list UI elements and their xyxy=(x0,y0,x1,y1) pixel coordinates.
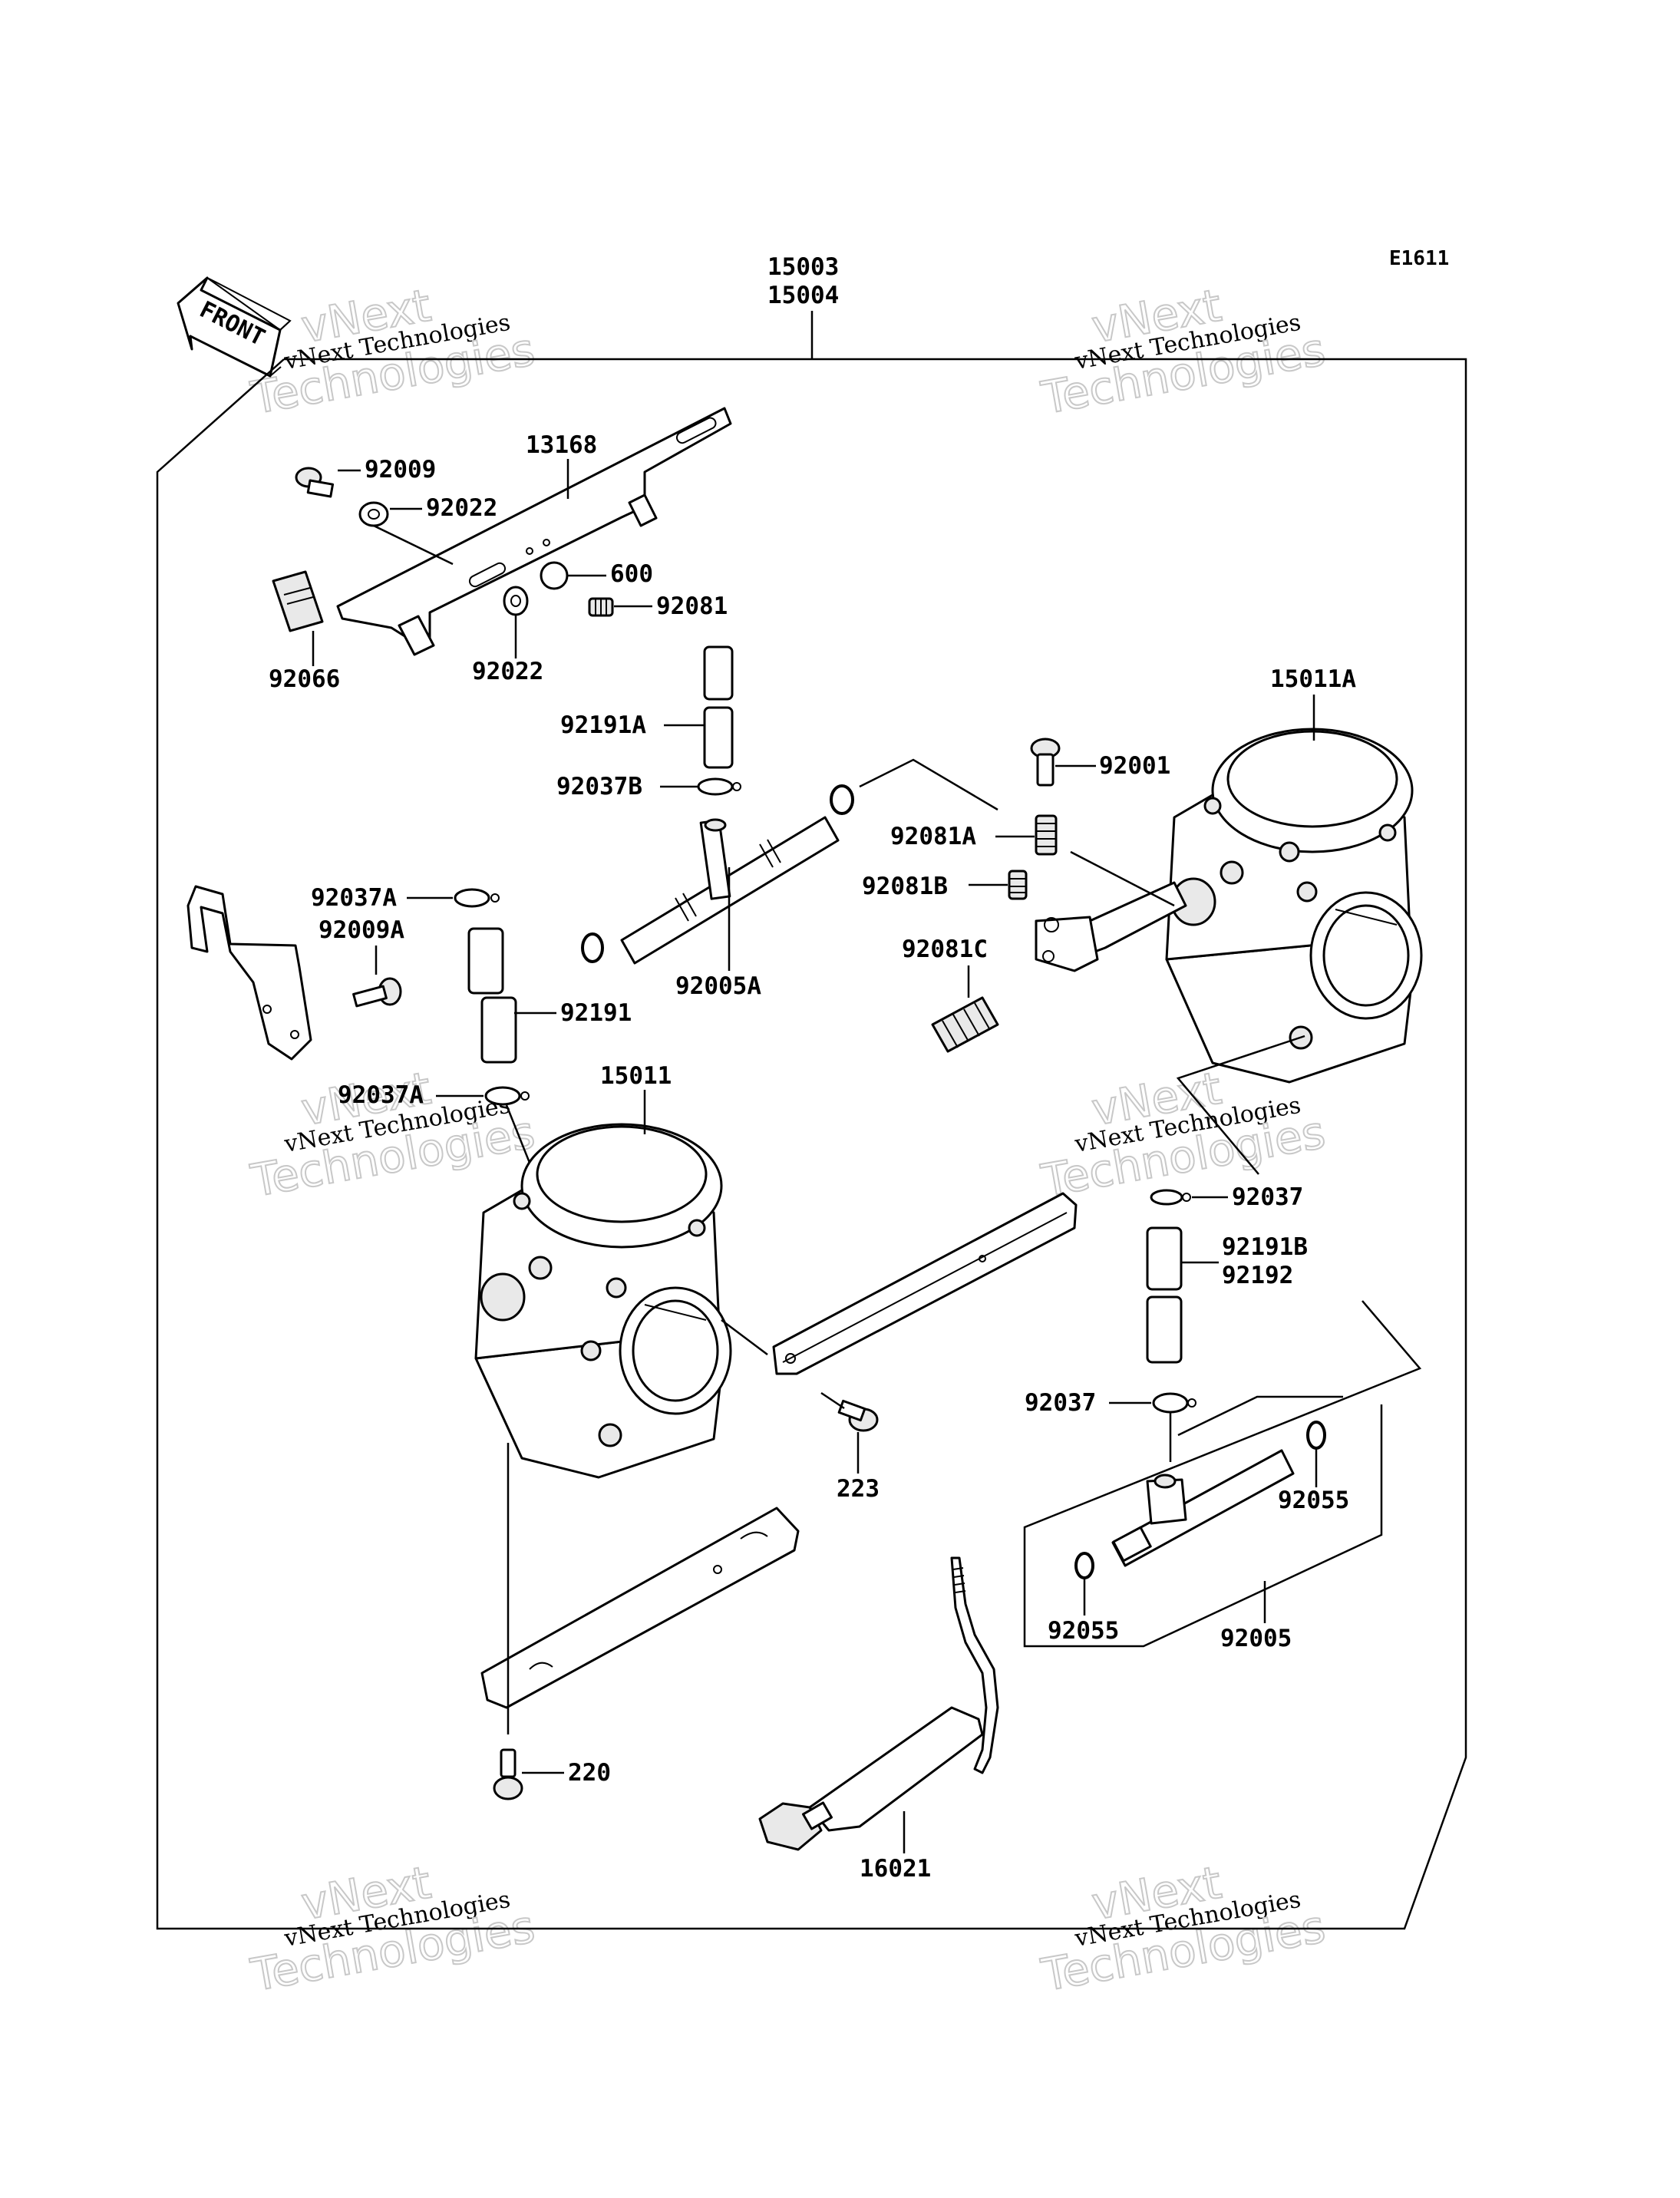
front-arrow-icon: FRONT xyxy=(177,276,292,378)
watermark-bottom-right: vNext vNext Technologies Technologies xyxy=(1037,1856,1330,2002)
watermark-top-left: vNext vNext Technologies Technologies xyxy=(246,279,540,425)
bracket-13168 xyxy=(336,407,732,656)
screw-92009 xyxy=(295,467,335,498)
label-223: 223 xyxy=(837,1475,880,1503)
label-92009: 92009 xyxy=(365,456,436,483)
label-92037A-top: 92037A xyxy=(311,884,397,912)
label-220: 220 xyxy=(568,1759,611,1787)
clip-92037-lower xyxy=(1152,1392,1196,1414)
assembly-number-15003: 15003 xyxy=(767,253,839,281)
spring-92081A xyxy=(1035,814,1058,856)
carburetor-15011A xyxy=(1165,728,1423,1084)
label-92055-right: 92055 xyxy=(1278,1487,1349,1514)
label-600: 600 xyxy=(610,560,653,588)
throttle-plate-center xyxy=(772,1192,1078,1375)
hose-92191B xyxy=(1146,1226,1183,1364)
label-92005A: 92005A xyxy=(675,972,761,1000)
oring-92055-left xyxy=(1074,1552,1094,1579)
screw-92001 xyxy=(1030,738,1061,787)
label-92066: 92066 xyxy=(269,665,340,693)
label-92022-bottom: 92022 xyxy=(472,658,543,685)
label-92191B: 92191B xyxy=(1222,1233,1308,1261)
label-92192: 92192 xyxy=(1222,1262,1293,1289)
screw-220 xyxy=(493,1748,523,1800)
label-92081: 92081 xyxy=(656,592,728,620)
spring-92081 xyxy=(588,597,614,617)
clip-92037-right xyxy=(1150,1189,1191,1206)
label-16021: 16021 xyxy=(860,1855,931,1883)
label-92055-left: 92055 xyxy=(1048,1617,1119,1645)
label-92037-lower: 92037 xyxy=(1025,1389,1096,1417)
label-15011A: 15011A xyxy=(1270,665,1356,693)
ball-600 xyxy=(540,561,569,590)
mounting-plate-lower xyxy=(480,1507,800,1709)
screw-223 xyxy=(837,1399,879,1432)
label-92081C: 92081C xyxy=(902,936,988,963)
clip-92037A-top xyxy=(454,888,500,908)
label-92191A: 92191A xyxy=(560,711,646,739)
spring-92081B xyxy=(1008,870,1028,900)
washer-92022-bottom xyxy=(503,586,529,616)
pad-92066 xyxy=(272,570,324,632)
assembly-number-15004: 15004 xyxy=(767,282,839,309)
choke-cable-16021 xyxy=(758,1556,999,1851)
label-92037-right: 92037 xyxy=(1232,1183,1303,1211)
choke-bracket-left xyxy=(186,885,312,1061)
washer-92022-top xyxy=(358,501,389,527)
spring-92081C xyxy=(931,996,999,1053)
oring-92005A-left xyxy=(581,932,604,963)
label-92191: 92191 xyxy=(560,999,632,1027)
oring-92055-right xyxy=(1306,1421,1326,1450)
clip-92037A-mid xyxy=(484,1086,530,1106)
fuel-pipe-92005 xyxy=(1111,1449,1295,1567)
clip-92037B xyxy=(697,777,741,796)
screw-92009A xyxy=(352,977,402,1008)
oring-92005A-right xyxy=(830,784,854,815)
hose-92191 xyxy=(467,927,517,1064)
label-13168: 13168 xyxy=(526,431,597,459)
label-92009A: 92009A xyxy=(319,916,404,944)
label-92037A-mid: 92037A xyxy=(338,1081,424,1109)
label-92081A: 92081A xyxy=(890,823,976,850)
label-92022-top: 92022 xyxy=(426,494,497,522)
label-92081B: 92081B xyxy=(862,873,948,900)
diagram-code: E1611 xyxy=(1389,247,1449,270)
watermark-bottom-left: vNext vNext Technologies Technologies xyxy=(246,1856,540,2002)
label-92005: 92005 xyxy=(1220,1625,1292,1652)
hose-92191A xyxy=(703,645,734,769)
throttle-link-right xyxy=(1035,881,1187,972)
assembly-frame xyxy=(156,358,1467,1930)
label-92037B: 92037B xyxy=(556,773,642,800)
watermark-top-right: vNext vNext Technologies Technologies xyxy=(1037,279,1330,425)
label-92001: 92001 xyxy=(1099,752,1170,780)
carburetor-15011 xyxy=(474,1123,732,1479)
watermark-mid-left: vNext vNext Technologies Technologies xyxy=(246,1061,540,1208)
label-15011: 15011 xyxy=(600,1062,672,1090)
